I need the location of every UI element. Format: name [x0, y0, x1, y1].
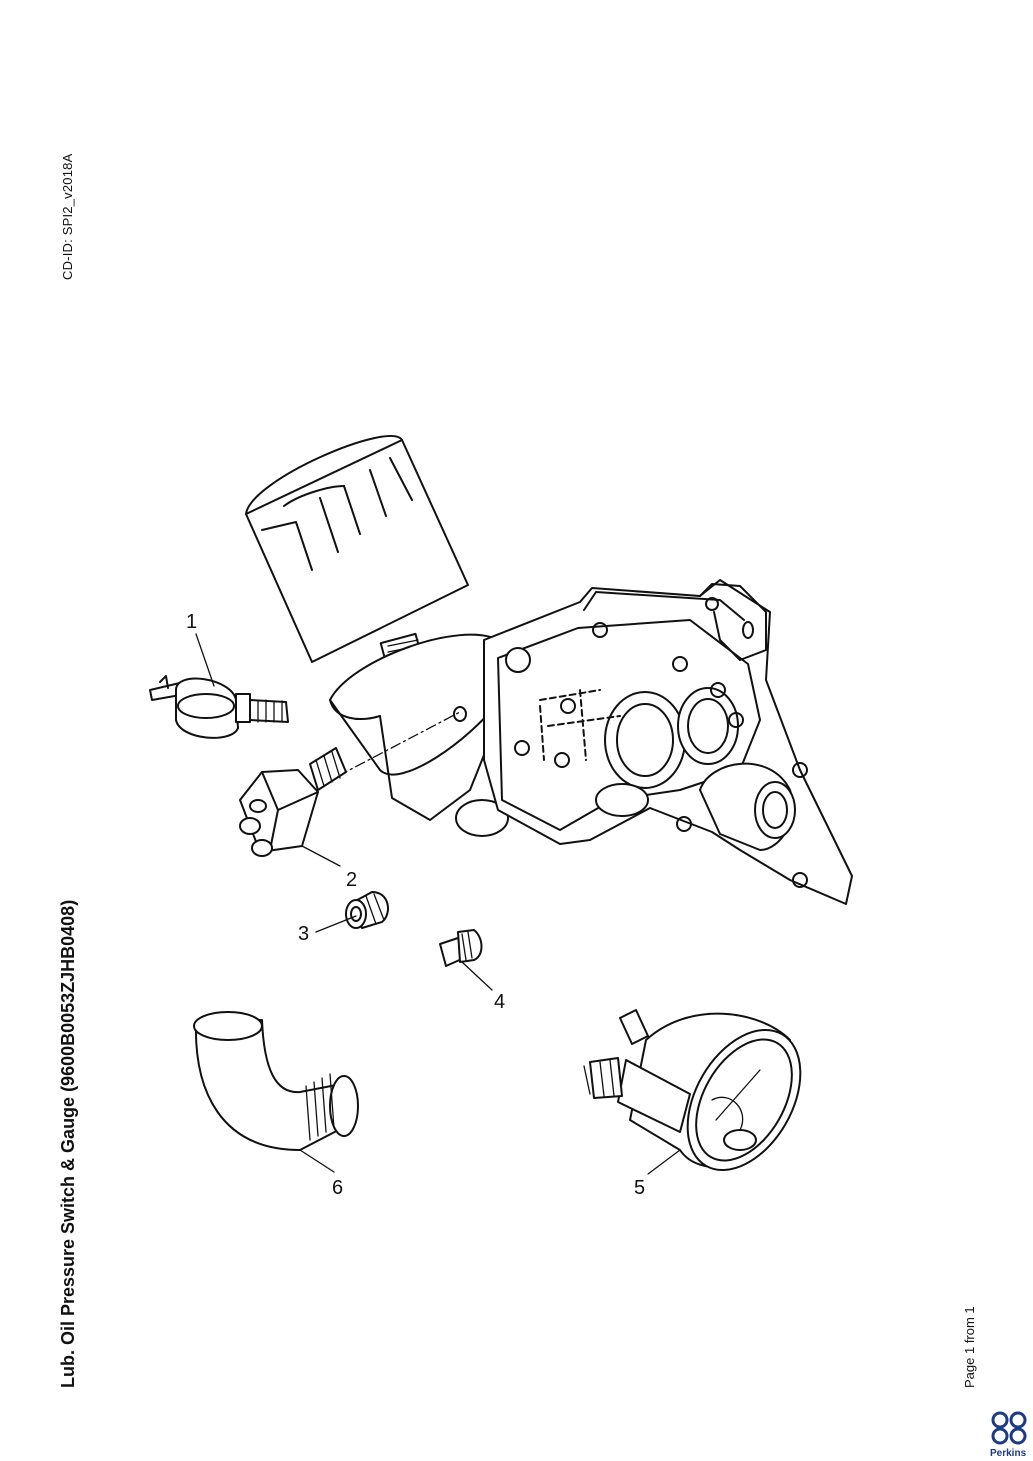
callout-3: 3	[298, 923, 309, 945]
part-6-elbow-pipe	[193, 1011, 359, 1151]
brand-name: Perkins	[990, 1448, 1027, 1459]
part-2-pressure-sender	[239, 747, 347, 857]
filter-head	[329, 633, 509, 837]
callout-2: 2	[346, 869, 357, 891]
leader-lines	[195, 633, 681, 1175]
perkins-logo-icon	[991, 1411, 1027, 1445]
part-5-pressure-gauge	[583, 1009, 802, 1172]
assembly-centerline	[337, 711, 461, 777]
pump-housing	[483, 579, 853, 905]
part-3-plug	[345, 891, 389, 929]
part-4-square-plug	[439, 929, 483, 967]
callout-1: 1	[186, 611, 197, 633]
callout-4: 4	[494, 991, 505, 1013]
oil-filter	[245, 435, 469, 674]
callout-6: 6	[332, 1177, 343, 1199]
callout-5: 5	[634, 1177, 645, 1199]
part-1-pressure-switch	[149, 675, 289, 739]
